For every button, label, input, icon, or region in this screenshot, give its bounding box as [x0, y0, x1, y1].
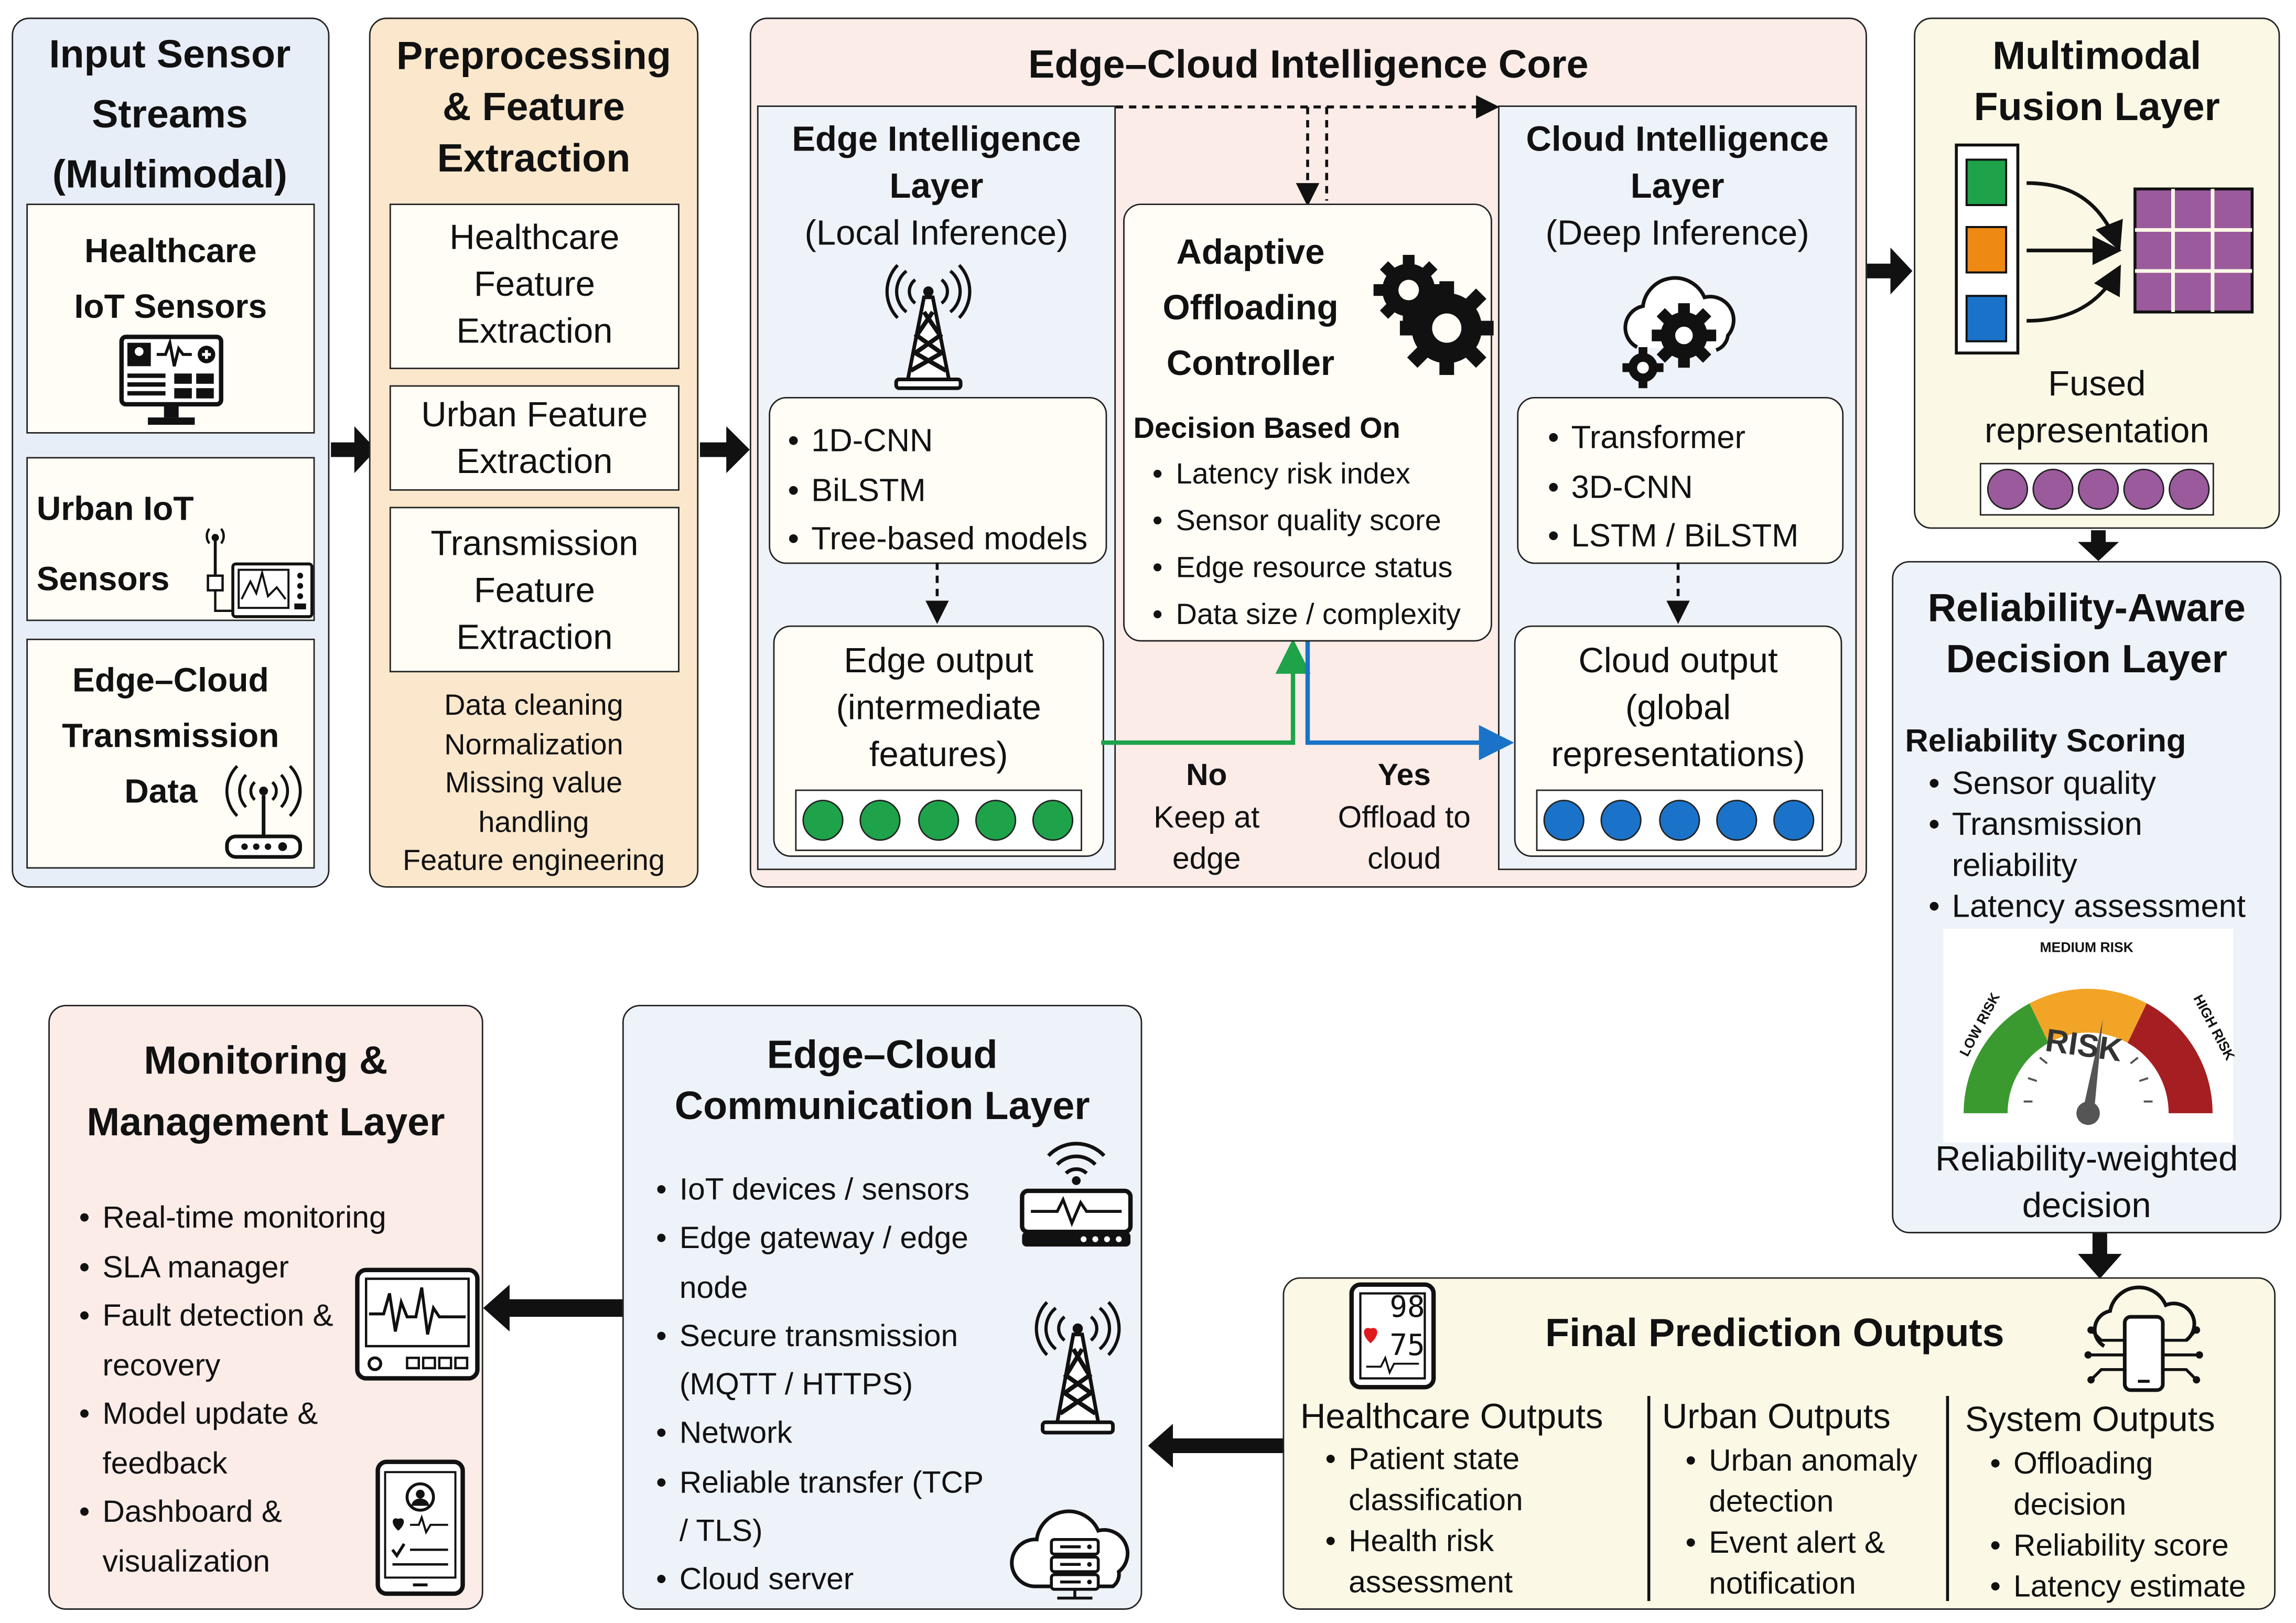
- flow-arrow-input-to-preprocess: [331, 426, 376, 474]
- cloud-feature-dot: [1716, 800, 1758, 841]
- fused-dot: [2077, 468, 2119, 510]
- healthcare-outputs-title: Healthcare Outputs: [1300, 1397, 1603, 1437]
- ecg-monitor-icon: [355, 1267, 480, 1381]
- system-outputs-title: System Outputs: [1965, 1400, 2215, 1440]
- edge-feature-dot: [918, 800, 960, 841]
- yes-path-line: [1305, 641, 1514, 760]
- edge-models-box: 1D-CNNBiLSTMTree-based models: [769, 396, 1107, 564]
- cloud-gears-icon: [1622, 276, 1736, 389]
- cloud-feature-dot: [1773, 800, 1815, 841]
- edge-feature-dot: [975, 800, 1017, 841]
- output-divider: [1647, 1396, 1651, 1601]
- cloud-feature-dot: [1600, 800, 1642, 841]
- vitals-monitor-icon: [1349, 1282, 1436, 1390]
- monitor-icon: [119, 335, 223, 425]
- urban-outputs-title: Urban Outputs: [1662, 1397, 1891, 1437]
- fusion-icon: [1955, 143, 2254, 354]
- cloud-models-box: Transformer3D-CNNLSTM / BiLSTM: [1517, 396, 1844, 564]
- cloud-feature-dot: [1543, 800, 1584, 841]
- gauge-needle: [2082, 1019, 2103, 1113]
- monitoring-management-panel: Monitoring &Management Layer Real-time m…: [48, 1005, 483, 1610]
- urban-sensor-icon: [206, 528, 314, 618]
- no-path-line: [1101, 638, 1311, 745]
- cloud-device-icon: [2084, 1285, 2203, 1392]
- flow-arrow-decision-to-final: [2077, 1233, 2122, 1279]
- flow-arrow-final-to-comm: [1148, 1424, 1283, 1468]
- edge-feature-dot: [859, 800, 901, 841]
- fused-dot: [1987, 468, 2029, 510]
- flow-arrow-fusion-to-decision: [2077, 530, 2119, 561]
- cloud-feature-dot: [1659, 800, 1700, 841]
- core-title: Edge–Cloud Intelligence Core: [1028, 42, 1589, 87]
- flow-arrow-preprocess-to-core: [699, 426, 750, 474]
- fused-dot: [2032, 468, 2074, 510]
- final-prediction-panel: Final Prediction Outputs 98 75 Healthcar…: [1282, 1277, 2276, 1610]
- gateway-icon: [1020, 1142, 1133, 1247]
- router-icon: [225, 765, 303, 859]
- edge-feature-dot: [1032, 800, 1074, 841]
- flow-arrow-comm-to-monitor: [483, 1284, 622, 1332]
- fused-dot: [2123, 468, 2164, 510]
- dashboard-tablet-icon: [375, 1459, 465, 1596]
- risk-gauge-dial: [1964, 988, 2213, 1125]
- edge-feature-dot: [802, 800, 844, 841]
- output-divider: [1946, 1396, 1949, 1601]
- cloud-server-icon: [1010, 1509, 1130, 1600]
- cell-tower-icon: [885, 264, 972, 390]
- gears-icon: [1373, 255, 1494, 375]
- network-tower-icon: [1034, 1301, 1121, 1435]
- flow-arrow-core-to-fusion: [1867, 248, 1913, 295]
- fused-dot: [2169, 468, 2210, 510]
